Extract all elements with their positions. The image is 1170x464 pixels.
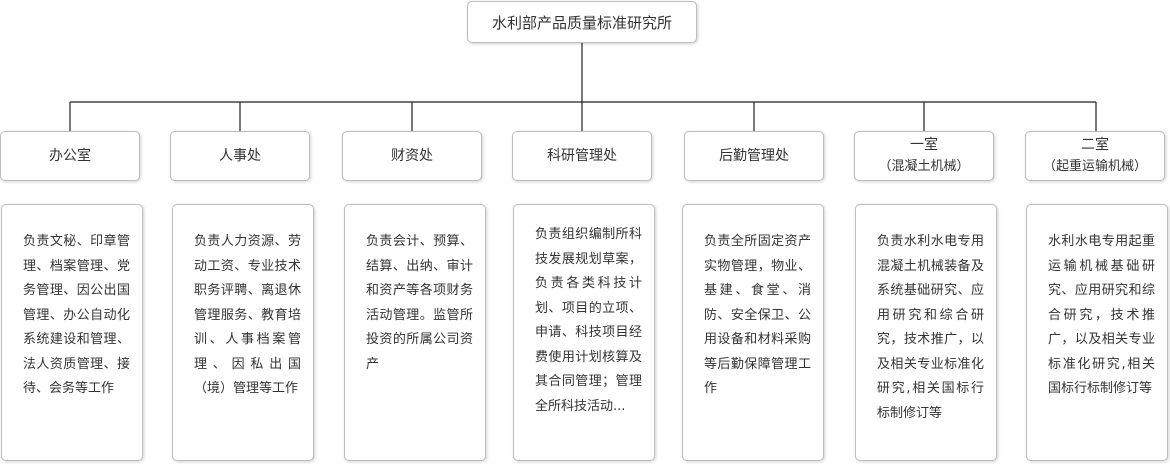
root-node: 水利部产品质量标准研究所 [467, 1, 697, 43]
dept-node-finance: 财资处 [342, 131, 482, 181]
dept-name: 科研管理处 [547, 148, 617, 164]
dept-name: 二室 [1081, 137, 1109, 153]
dept-desc-text: 负责全所固定资产实物管理，物业、基建、食堂、消防、安全保卫、公用设备和材料采购等… [704, 234, 811, 396]
dept-node-research-mgmt: 科研管理处 [512, 131, 652, 181]
dept-desc-lab-2: 水利水电专用起重运输机械基础研究、应用研究和综合研究，技术推广，以及相关专业标准… [1026, 204, 1168, 461]
dept-subtitle: （起重运输机械） [1042, 159, 1147, 174]
dept-desc-finance: 负责会计、预算、结算、出纳、审计和资产等各项财务活动管理。监管所投资的所属公司资… [344, 204, 486, 461]
dept-node-hr: 人事处 [170, 131, 310, 181]
dept-desc-lab-1: 负责水利水电专用混凝土机械装备及系统基础研究、应用研究和综合研究，技术推广，以及… [855, 204, 997, 461]
dept-name: 财资处 [391, 148, 433, 164]
dept-node-logistics: 后勤管理处 [684, 131, 824, 181]
dept-desc-text: 负责水利水电专用混凝土机械装备及系统基础研究、应用研究和综合研究，技术推广，以及… [877, 234, 984, 421]
dept-name: 人事处 [219, 148, 261, 164]
dept-desc-text: 负责文秘、印章管理、档案管理、党务管理、因公出国管理、办公自动化系统建设和管理、… [23, 234, 130, 396]
dept-name: 后勤管理处 [719, 148, 789, 164]
dept-desc-text: 负责会计、预算、结算、出纳、审计和资产等各项财务活动管理。监管所投资的所属公司资… [366, 234, 473, 372]
dept-name: 办公室 [49, 148, 91, 164]
dept-node-office: 办公室 [0, 131, 140, 181]
dept-desc-hr: 负责人力资源、劳动工资、专业技术职务评聘、离退休管理服务、教育培训、人事档案管理… [172, 204, 314, 461]
dept-desc-text: 负责组织编制所科技发展规划草案，负责各类科技计划、项目的立项、申请、科技项目经费… [535, 227, 642, 414]
dept-desc-research-mgmt: 负责组织编制所科技发展规划草案，负责各类科技计划、项目的立项、申请、科技项目经费… [513, 204, 655, 461]
dept-name: 一室 [910, 137, 938, 153]
dept-subtitle: （混凝土机械） [878, 159, 970, 174]
dept-node-lab-1: 一室 （混凝土机械） [854, 131, 994, 181]
dept-desc-office: 负责文秘、印章管理、档案管理、党务管理、因公出国管理、办公自动化系统建设和管理、… [1, 204, 143, 461]
dept-desc-text: 负责人力资源、劳动工资、专业技术职务评聘、离退休管理服务、教育培训、人事档案管理… [194, 234, 301, 396]
root-title: 水利部产品质量标准研究所 [491, 13, 672, 32]
dept-desc-logistics: 负责全所固定资产实物管理，物业、基建、食堂、消防、安全保卫、公用设备和材料采购等… [682, 204, 824, 461]
dept-node-lab-2: 二室 （起重运输机械） [1025, 131, 1165, 181]
dept-desc-text: 水利水电专用起重运输机械基础研究、应用研究和综合研究，技术推广，以及相关专业标准… [1048, 234, 1155, 396]
